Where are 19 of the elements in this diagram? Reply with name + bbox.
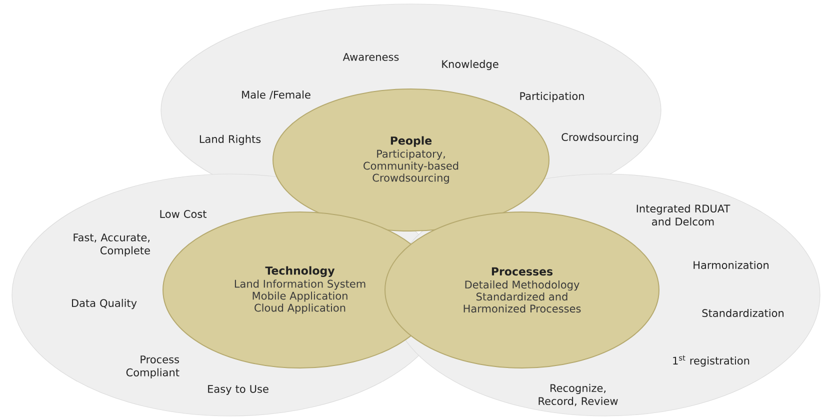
ellipse-text: People Participatory, Community-based Crowdsourcing — [364, 136, 458, 184]
keyword-label: Low Cost — [160, 210, 206, 218]
keyword-label: Integrated RDUAT and Delcom — [636, 204, 730, 226]
keyword-label: Knowledge — [442, 60, 498, 70]
keyword-label: Harmonization — [694, 260, 768, 270]
keyword-label: Crowdsourcing — [562, 132, 638, 144]
keyword-label: Male /Female — [242, 90, 310, 100]
keyword-label: Awareness — [342, 53, 399, 61]
keyword-label: Participation — [520, 92, 584, 102]
keyword-label: Data Quality — [72, 298, 137, 310]
ellipse-text: Processes Detailed Methodology Standardized and Harmonized Processes — [464, 267, 581, 313]
keyword-label: Easy to Use — [208, 385, 268, 395]
keyword-label: Recognize, Record, Review — [538, 384, 618, 406]
keyword-label: 1$^{st}$ registration — [673, 355, 750, 367]
ellipse-text: Technology Land Information System Mobile Application Cloud Application — [234, 266, 366, 314]
keyword-label: Process Compliant — [126, 356, 180, 378]
keyword-label: Land Rights — [200, 134, 261, 146]
keyword-label: Standardization — [702, 308, 784, 318]
keyword-label: Fast, Accurate, Complete — [74, 234, 150, 256]
